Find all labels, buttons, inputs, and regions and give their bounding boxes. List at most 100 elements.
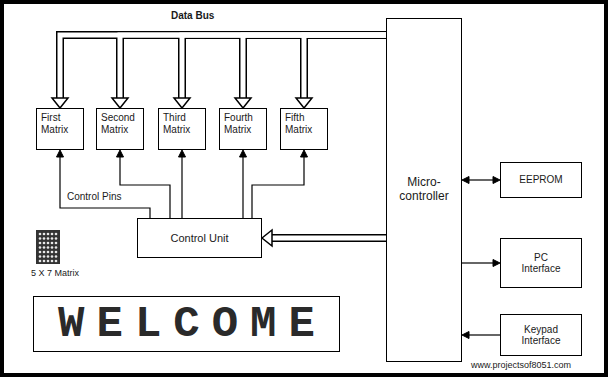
box-label: Fourth Matrix <box>224 112 262 135</box>
matrix-box: Third Matrix <box>158 108 206 150</box>
matrix-dot <box>51 237 54 240</box>
watermark: www.projectsof8051.com <box>470 360 572 370</box>
matrix-box: First Matrix <box>36 108 84 150</box>
arrowhead <box>462 332 469 339</box>
box-label: Micro-controller <box>391 176 457 204</box>
matrix-dot <box>47 242 50 245</box>
bus-connector <box>271 234 386 242</box>
bus-label: Data Bus <box>170 10 215 21</box>
bus-connector-inner <box>182 35 386 99</box>
matrix-icon-body <box>36 230 60 264</box>
matrix-dot <box>55 242 58 245</box>
matrix-dot <box>51 251 54 254</box>
matrix-dot <box>51 255 54 258</box>
matrix-dot <box>47 260 50 263</box>
box-label: Fifth Matrix <box>285 112 323 135</box>
interface-box: Keypad Interface <box>500 314 582 356</box>
box-label: Control Unit <box>170 232 228 245</box>
bus-connector-inner <box>60 35 386 99</box>
matrix-dot <box>47 233 50 236</box>
matrix-dot <box>47 246 50 249</box>
bus-connector-inner <box>304 35 386 99</box>
matrix-icon <box>36 230 60 264</box>
box-label: First Matrix <box>41 112 79 135</box>
box-label: EEPROM <box>519 174 562 186</box>
interface-box: PC Interface <box>500 238 582 288</box>
matrix-dot <box>55 255 58 258</box>
arrowhead <box>179 150 186 157</box>
matrix-dot <box>51 233 54 236</box>
box-label: Third Matrix <box>163 112 201 135</box>
bus-connector-inner <box>243 35 386 99</box>
bus-connector <box>182 35 386 99</box>
box-label: Keypad Interface <box>516 324 566 347</box>
matrix-dot <box>51 246 54 249</box>
bus-connector <box>243 35 386 99</box>
signal-connector <box>468 334 500 335</box>
arrowhead <box>262 230 272 246</box>
signal-connector <box>242 156 243 218</box>
box-label: PC Interface <box>516 252 566 275</box>
matrix-dot <box>39 255 42 258</box>
matrix-dot <box>47 251 50 254</box>
matrix-box: Fifth Matrix <box>280 108 328 150</box>
matrix-dot <box>47 255 50 258</box>
matrix-dot <box>39 246 42 249</box>
arrowhead <box>462 177 469 184</box>
matrix-dot <box>43 242 46 245</box>
bus-connector-inner <box>271 236 386 241</box>
arrowhead <box>235 98 251 108</box>
display-text: WELCOME <box>58 302 327 346</box>
matrix-box: Fourth Matrix <box>219 108 267 150</box>
signal-connector <box>60 156 150 218</box>
arrowhead <box>493 260 500 267</box>
arrowhead <box>240 150 247 157</box>
matrix-dot <box>39 251 42 254</box>
bus-connector <box>304 35 386 99</box>
bus-connector <box>120 35 386 99</box>
matrix-dot <box>39 260 42 263</box>
matrix-dot <box>55 237 58 240</box>
matrix-dot <box>43 233 46 236</box>
display-box: WELCOME <box>33 296 340 352</box>
arrowhead <box>296 98 312 108</box>
signal-connector <box>468 179 494 180</box>
arrowhead <box>174 98 190 108</box>
matrix-box: Second Matrix <box>96 108 144 150</box>
microcontroller-box: Micro-controller <box>386 18 462 362</box>
memory-box: EEPROM <box>500 162 582 198</box>
matrix-label: 5 X 7 Matrix <box>30 268 80 278</box>
matrix-dot <box>51 260 54 263</box>
box-label: Second Matrix <box>101 112 139 135</box>
matrix-dot <box>51 242 54 245</box>
matrix-dot <box>43 237 46 240</box>
arrowhead <box>52 98 68 108</box>
matrix-dot <box>43 255 46 258</box>
arrowhead <box>117 150 124 157</box>
signal-connector <box>181 156 182 218</box>
bus-connector <box>60 35 386 99</box>
matrix-dot <box>43 246 46 249</box>
matrix-dot <box>55 251 58 254</box>
arrowhead <box>493 177 500 184</box>
bus-connector-inner <box>120 35 386 99</box>
matrix-dot <box>55 233 58 236</box>
matrix-dot <box>39 233 42 236</box>
matrix-dot <box>55 246 58 249</box>
matrix-dot <box>43 251 46 254</box>
signal-connector <box>120 156 170 218</box>
bus-inner-layer <box>60 35 386 238</box>
matrix-dot <box>47 237 50 240</box>
matrix-dot <box>39 242 42 245</box>
arrowhead <box>301 150 308 157</box>
matrix-dot <box>39 237 42 240</box>
arrowhead <box>112 98 128 108</box>
control-box: Control Unit <box>137 218 262 258</box>
arrowhead <box>57 150 64 157</box>
matrix-dot <box>55 260 58 263</box>
signal-connector <box>252 156 304 218</box>
pins-label: Control Pins <box>66 191 122 202</box>
matrix-dot <box>43 260 46 263</box>
signal-connector <box>462 262 494 263</box>
